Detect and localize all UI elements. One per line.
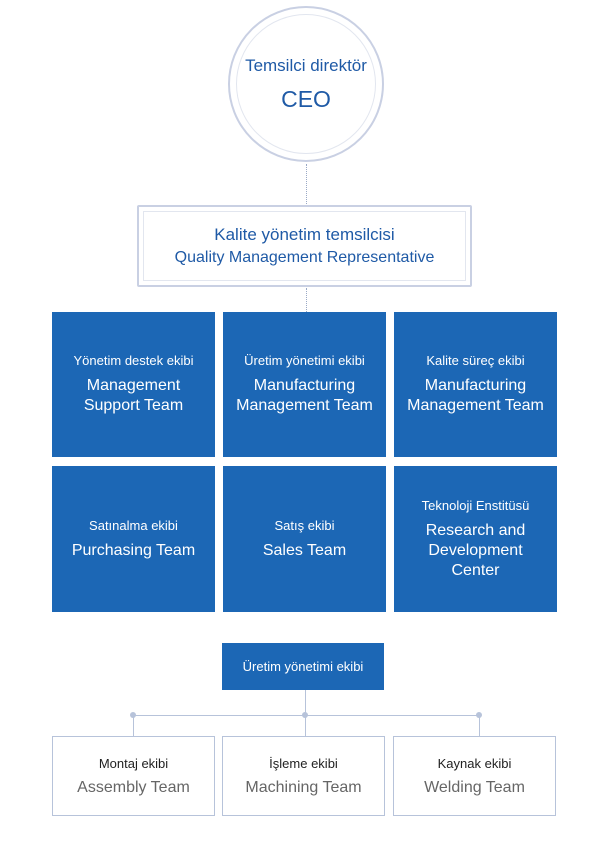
ceo-circle-outer xyxy=(228,6,384,162)
team-sales: Satış ekibi Sales Team xyxy=(223,466,386,612)
connector-drop xyxy=(479,716,480,736)
qmr-title-tr: Kalite yönetim temsilcisi xyxy=(214,225,395,244)
team-title-en: Manufacturing Management Team xyxy=(407,377,544,414)
qmr-title-en: Quality Management Representative xyxy=(174,249,435,266)
team-quality-process: Kalite süreç ekibi Manufacturing Managem… xyxy=(394,312,557,457)
qmr-node: Kalite yönetim temsilcisi Quality Manage… xyxy=(143,211,466,281)
team-title-en: Management Support Team xyxy=(83,377,184,414)
subteam-title-tr: İşleme ekibi xyxy=(269,755,338,771)
subteam-title-tr: Kaynak ekibi xyxy=(437,755,512,771)
team-title-tr: Satınalma ekibi xyxy=(89,517,178,533)
team-title-en: Sales Team xyxy=(262,541,347,559)
connector-node xyxy=(302,712,308,718)
team-title-tr: Üretim yönetimi ekibi xyxy=(244,353,365,368)
subteam-machining: İşleme ekibi Machining Team xyxy=(222,736,385,816)
connector-node xyxy=(476,712,482,718)
connector-qmr-teams xyxy=(306,288,307,312)
team-title-en: Purchasing Team xyxy=(71,541,196,559)
connector-ceo-qmr xyxy=(306,164,307,204)
subteam-title-en: Assembly Team xyxy=(77,778,190,796)
connector-prod-down xyxy=(305,690,306,716)
qmr-box-outer xyxy=(137,205,472,287)
ceo-title-en: CEO xyxy=(281,85,331,112)
ceo-title-tr: Temsilci direktör xyxy=(245,55,367,75)
subteam-title-tr: Montaj ekibi xyxy=(98,755,169,771)
subteam-title-en: Machining Team xyxy=(245,778,362,796)
team-title-tr: Teknoloji Enstitüsü xyxy=(421,497,530,513)
connector-drop xyxy=(305,716,306,736)
team-title-en: Manufacturing Management Team xyxy=(236,377,373,414)
team-management-support: Yönetim destek ekibi Management Support … xyxy=(52,312,215,457)
ceo-node: Temsilci direktör CEO xyxy=(236,14,376,154)
subteam-assembly: Montaj ekibi Assembly Team xyxy=(52,736,215,816)
team-title-tr: Kalite süreç ekibi xyxy=(426,353,525,368)
team-technology-institute: Teknoloji Enstitüsü Research and Develop… xyxy=(394,466,557,612)
subteam-title-en: Welding Team xyxy=(424,778,525,796)
subteam-welding: Kaynak ekibi Welding Team xyxy=(393,736,556,816)
connector-drop xyxy=(133,716,134,736)
team-title-tr: Satış ekibi xyxy=(274,517,335,533)
team-purchasing: Satınalma ekibi Purchasing Team xyxy=(52,466,215,612)
team-title-en: Research and Development Center xyxy=(425,521,526,579)
team-manufacturing-management: Üretim yönetimi ekibi Manufacturing Mana… xyxy=(223,312,386,457)
connector-node xyxy=(130,712,136,718)
team-title-tr: Yönetim destek ekibi xyxy=(73,353,194,368)
production-management-header: Üretim yönetimi ekibi xyxy=(222,643,384,690)
